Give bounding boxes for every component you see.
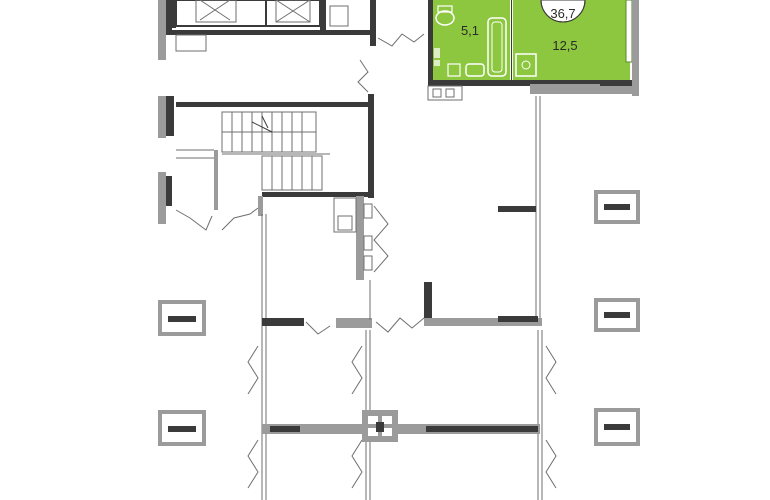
balcony: [530, 84, 638, 94]
door-swing: [545, 439, 557, 489]
wall-segment: [166, 0, 172, 34]
column-marker: [594, 408, 640, 446]
column-core: [604, 204, 630, 210]
stairwell: [158, 94, 374, 210]
cabinet: [363, 203, 373, 219]
elevator-cross: [275, 0, 311, 23]
column-void: [382, 428, 392, 436]
beam-core: [270, 426, 300, 432]
door-swing: [247, 345, 259, 395]
apartment-partition-line: [511, 0, 512, 80]
outer-wall-left: [158, 172, 166, 224]
column-marker: [594, 298, 640, 332]
elevator-block: [158, 0, 376, 60]
wall-segment: [262, 318, 304, 326]
door-swing: [373, 205, 389, 273]
column-core: [168, 426, 196, 432]
bath-fixture: [434, 48, 440, 58]
door-swing: [305, 321, 331, 335]
area-circle-outline: [540, 0, 586, 23]
corridor-wall-top: [166, 30, 374, 35]
total-area-label: 36,7: [550, 6, 575, 21]
wall-segment: [498, 206, 536, 212]
door-swing: [357, 59, 369, 93]
stove-burner: [521, 60, 531, 70]
column-void: [382, 416, 392, 424]
meter-box: [427, 85, 463, 101]
shaft-box-inner: [337, 215, 353, 231]
wall-segment: [370, 0, 376, 46]
door-swing: [351, 439, 363, 489]
column-core: [604, 424, 630, 430]
cabinet: [363, 255, 373, 271]
shaft-box: [329, 5, 349, 27]
apartment-bottom-wall: [428, 80, 630, 86]
beam-core: [426, 426, 538, 432]
stair-wall-bottom: [262, 192, 374, 197]
door-swing: [221, 207, 259, 231]
stove-icon: [515, 53, 537, 77]
wall-segment: [424, 318, 542, 326]
stair-wall-top: [176, 102, 372, 107]
door-swing: [377, 33, 425, 47]
column-marker: [158, 300, 206, 336]
column-marker: [594, 190, 640, 224]
wall-segment: [498, 316, 538, 322]
apartment-fill: [430, 0, 630, 84]
column-core: [376, 422, 384, 432]
column-void: [368, 416, 378, 424]
apartment-left-wall: [428, 0, 433, 80]
apartment-unit[interactable]: [428, 0, 633, 86]
wall-segment: [158, 96, 166, 138]
stair-break-mark: [261, 115, 269, 129]
wall-segment: [320, 0, 326, 30]
cabinet: [363, 235, 373, 251]
meter-box-b: [445, 88, 455, 98]
elevator-car-2: [275, 0, 311, 23]
outer-wall-right: [632, 0, 639, 96]
stair-break-mark: [251, 121, 273, 133]
shaft-box: [333, 197, 357, 233]
shaft-wall: [356, 196, 364, 280]
bathroom-area-label: 5,1: [461, 23, 479, 38]
elevator-car-1: [195, 0, 237, 23]
bathtub-icon: [487, 17, 507, 77]
column-marker: [158, 410, 206, 446]
balcony-wall: [600, 80, 634, 86]
window: [625, 0, 633, 63]
door-swing: [247, 439, 259, 489]
wall-segment: [158, 0, 166, 60]
outer-wall-left-dark: [166, 176, 172, 206]
door-swing: [175, 209, 213, 231]
toilet-icon: [435, 10, 455, 26]
door-swing: [375, 317, 425, 333]
column-core: [168, 316, 196, 322]
door-swing: [545, 345, 557, 395]
door-swing: [351, 345, 363, 395]
door-frame: [175, 34, 207, 52]
room-area-label: 12,5: [552, 38, 577, 53]
sink-icon: [465, 63, 485, 77]
washer-icon: [447, 63, 461, 77]
wall-segment: [336, 318, 372, 328]
toilet-tank: [437, 5, 453, 13]
column-core: [604, 312, 630, 318]
bath-fixture-2: [434, 60, 440, 66]
beam: [262, 424, 362, 434]
stair-wall-right: [368, 94, 374, 198]
wall-segment: [258, 196, 263, 216]
wall-segment: [172, 0, 176, 28]
vestibule-wall: [214, 150, 218, 210]
meter-box-a: [432, 88, 442, 98]
wall-segment: [424, 282, 432, 322]
wall-segment: [166, 96, 174, 136]
column-void: [368, 428, 378, 436]
bathtub-inner: [491, 21, 503, 73]
elevator-cross: [199, 0, 231, 21]
